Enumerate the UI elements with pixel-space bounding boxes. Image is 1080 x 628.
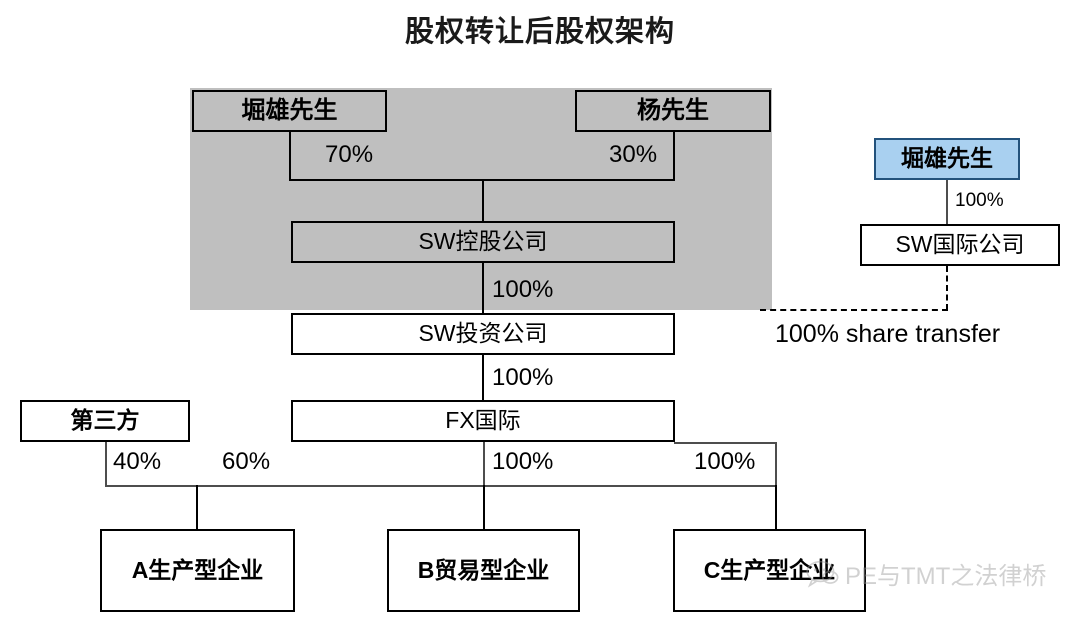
edge-share-transfer-horizontal	[760, 309, 948, 311]
edge-label-c-100: 100%	[694, 448, 756, 475]
edge-label-horio-pct: 70%	[325, 141, 374, 168]
node-third-party-label: 第三方	[70, 407, 140, 434]
edge-bus-to-a	[196, 485, 198, 530]
edge-investment-to-fx	[482, 355, 484, 401]
page-title: 股权转让后股权架构	[404, 16, 675, 48]
node-company-b-label: B贸易型企业	[417, 556, 550, 583]
edge-share-transfer-vertical	[946, 266, 948, 310]
node-company-c[interactable]: C生产型企业	[673, 529, 866, 612]
edge-yang-drop	[673, 132, 675, 180]
edge-bus-to-b	[483, 485, 485, 530]
edge-horio-drop	[289, 132, 291, 180]
edge-label-horio-right-pct: 100%	[955, 190, 1004, 211]
node-sw-holding-label: SW控股公司	[418, 228, 548, 255]
edge-fx-right-stub	[674, 442, 777, 444]
node-fx-international-label: FX国际	[445, 407, 521, 434]
node-yang-label: 杨先生	[637, 96, 709, 124]
node-horio-left[interactable]: 堀雄先生	[192, 90, 387, 132]
edge-fx-drop-center	[483, 442, 485, 486]
node-company-a-label: A生产型企业	[131, 556, 264, 583]
edge-bottom-bus	[105, 485, 777, 487]
share-transfer-note: 100% share transfer	[775, 320, 1001, 348]
node-sw-intl-label: SW国际公司	[895, 231, 1025, 258]
node-company-c-label: C生产型企业	[703, 556, 836, 583]
edge-horio-right-drop	[946, 180, 948, 224]
edge-fx-drop-right	[775, 442, 777, 486]
edge-label-b-100: 100%	[492, 448, 554, 475]
node-horio-right[interactable]: 堀雄先生	[874, 138, 1020, 180]
watermark-text: PE与TMT之法律桥	[845, 563, 1047, 590]
node-sw-investment[interactable]: SW投资公司	[291, 313, 675, 355]
node-sw-intl[interactable]: SW国际公司	[860, 224, 1060, 266]
edge-label-a-40: 40%	[113, 448, 162, 475]
node-yang[interactable]: 杨先生	[575, 90, 771, 132]
edge-thirdparty-drop	[105, 442, 107, 486]
edge-join-to-holding	[482, 179, 484, 222]
node-company-b[interactable]: B贸易型企业	[387, 529, 580, 612]
edge-label-holding-pct: 100%	[492, 276, 554, 303]
edge-label-a-60: 60%	[222, 448, 271, 475]
edge-bus-to-c	[775, 485, 777, 530]
edge-holding-to-investment	[482, 263, 484, 314]
node-company-a[interactable]: A生产型企业	[100, 529, 295, 612]
node-horio-right-label: 堀雄先生	[901, 145, 993, 172]
node-third-party[interactable]: 第三方	[20, 400, 190, 442]
node-fx-international[interactable]: FX国际	[291, 400, 675, 442]
edge-label-yang-pct: 30%	[609, 141, 658, 168]
node-sw-holding[interactable]: SW控股公司	[291, 221, 675, 263]
node-horio-left-label: 堀雄先生	[241, 96, 338, 124]
edge-label-investment-pct: 100%	[492, 364, 554, 391]
node-sw-investment-label: SW投资公司	[418, 320, 548, 347]
